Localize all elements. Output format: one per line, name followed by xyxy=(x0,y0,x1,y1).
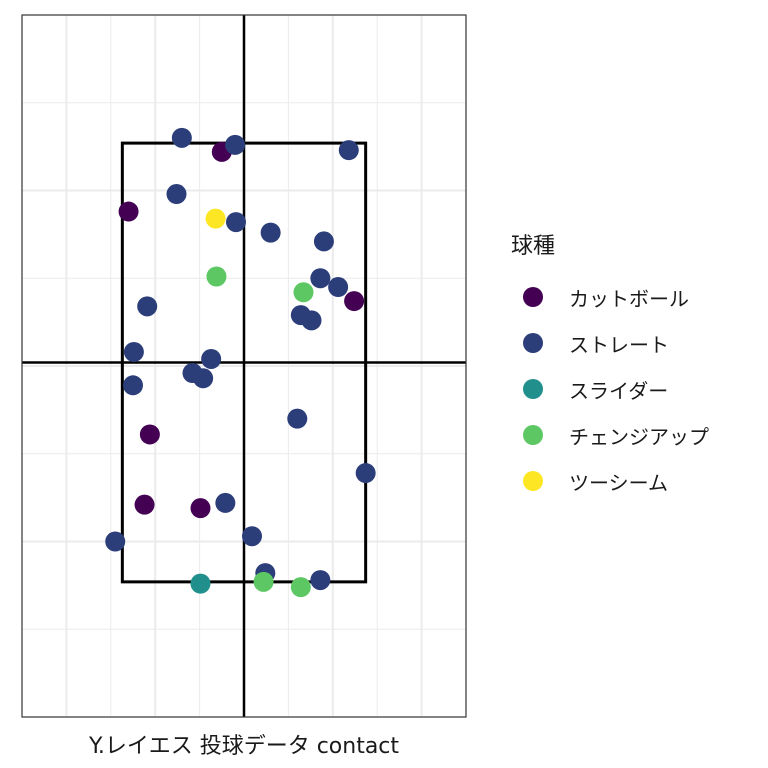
x-axis-label: Y.レイエス 投球データ contact xyxy=(88,734,400,759)
data-point xyxy=(206,266,227,287)
data-point xyxy=(190,498,211,519)
data-point xyxy=(118,201,139,222)
data-point xyxy=(310,268,331,289)
plot-border xyxy=(21,14,467,718)
reference-lines xyxy=(22,15,466,717)
legend-item: ストレート xyxy=(511,320,709,366)
data-point xyxy=(355,463,376,484)
legend-key xyxy=(523,379,543,399)
legend-label: ストレート xyxy=(569,332,669,357)
data-point xyxy=(313,231,334,252)
data-point xyxy=(293,282,314,303)
data-point xyxy=(338,140,359,161)
data-point xyxy=(123,341,144,362)
legend-key xyxy=(523,287,543,307)
data-point xyxy=(290,577,311,598)
legend-item: チェンジアップ xyxy=(511,412,709,458)
data-point xyxy=(241,526,262,547)
data-point xyxy=(190,573,211,594)
legend-label: カットボール xyxy=(569,286,689,311)
legend-title: 球種 xyxy=(511,234,556,259)
data-point xyxy=(105,531,126,552)
legend-label: スライダー xyxy=(569,378,669,403)
data-point xyxy=(301,310,322,331)
data-point xyxy=(260,222,281,243)
data-point xyxy=(139,424,160,445)
legend-label: ツーシーム xyxy=(569,470,668,495)
legend-items: カットボールストレートスライダーチェンジアップツーシーム xyxy=(511,274,709,504)
data-point xyxy=(226,212,247,233)
data-point xyxy=(137,296,158,317)
data-point xyxy=(344,291,365,312)
data-point xyxy=(310,570,331,591)
legend: 球種 カットボールストレートスライダーチェンジアップツーシーム xyxy=(511,228,709,504)
data-point xyxy=(123,375,143,396)
data-point xyxy=(201,348,222,369)
data-point xyxy=(225,134,246,155)
data-point xyxy=(253,571,274,592)
data-point xyxy=(166,184,187,205)
legend-key xyxy=(523,333,543,353)
legend-label: チェンジアップ xyxy=(569,424,709,449)
legend-key xyxy=(523,425,543,445)
data-point xyxy=(215,492,236,513)
legend-item: スライダー xyxy=(511,366,709,412)
legend-item: ツーシーム xyxy=(511,458,709,504)
data-point xyxy=(193,368,214,389)
data-point xyxy=(171,127,192,148)
data-point xyxy=(287,408,308,429)
data-point xyxy=(328,277,349,298)
data-points xyxy=(105,127,376,598)
legend-item: カットボール xyxy=(511,274,709,320)
data-point xyxy=(134,494,155,515)
data-point xyxy=(205,208,226,229)
legend-key xyxy=(523,471,543,491)
